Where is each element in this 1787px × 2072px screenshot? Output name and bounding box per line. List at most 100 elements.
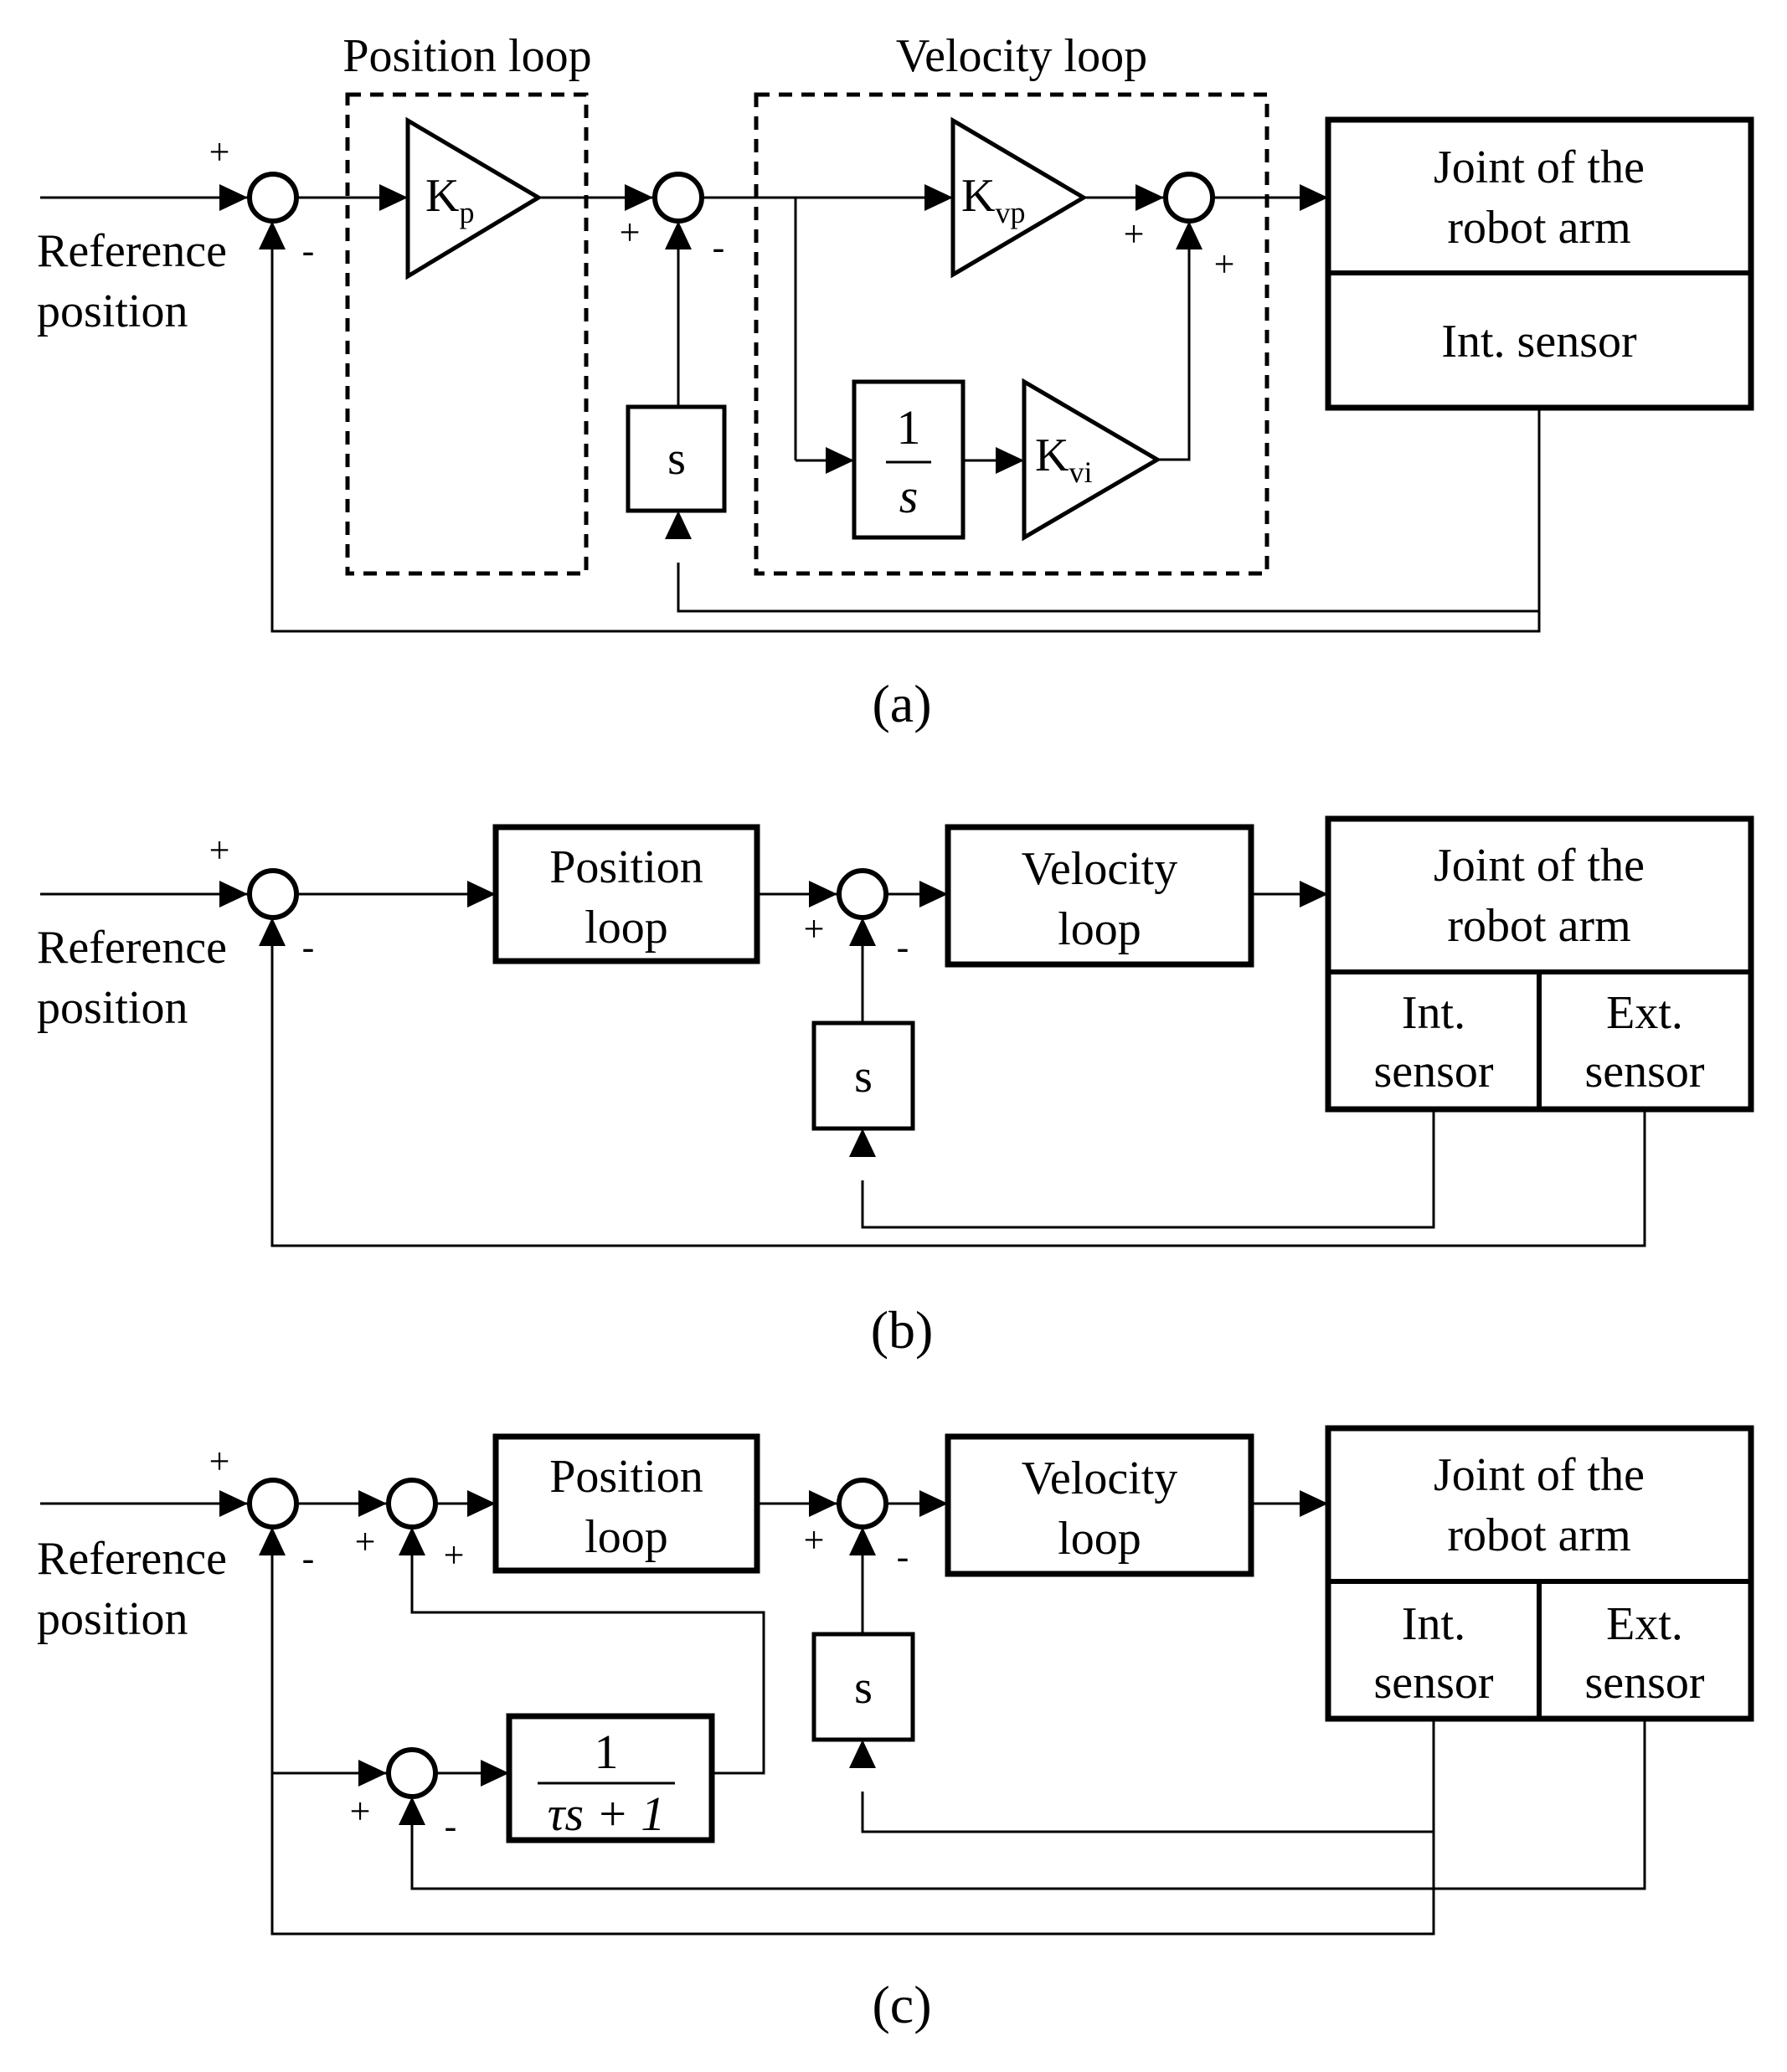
velocity-loop-block bbox=[945, 1433, 1254, 1577]
arrowhead bbox=[996, 447, 1024, 474]
arrowhead bbox=[358, 1760, 387, 1787]
joint-label-line1: Joint of the bbox=[1434, 840, 1645, 892]
summing-junction-4 bbox=[837, 1478, 888, 1530]
arrowhead bbox=[809, 881, 837, 907]
arrowhead bbox=[399, 1527, 425, 1555]
arrowhead bbox=[919, 1490, 948, 1517]
velocity-loop-frame bbox=[754, 92, 1269, 576]
kvp-gain-block bbox=[950, 116, 1088, 279]
ext-sensor-feedback-line bbox=[410, 1719, 1646, 1890]
sum2-plus-sign: + bbox=[804, 908, 825, 949]
position-feedback-line bbox=[270, 249, 1541, 633]
int-sensor-line1: Int. bbox=[1402, 987, 1465, 1039]
arrowhead bbox=[259, 221, 286, 249]
arrowhead bbox=[219, 1490, 248, 1517]
int-sensor-feedback-line bbox=[270, 1555, 1435, 1936]
joint-label-line1: Joint of the bbox=[1434, 141, 1645, 193]
sum3-minus-sign: - bbox=[445, 1806, 457, 1847]
int-sensor-line2: sensor bbox=[1373, 1657, 1493, 1709]
kvi-gain-block bbox=[1022, 378, 1161, 542]
ext-sensor-line1: Ext. bbox=[1606, 1598, 1683, 1650]
kp-gain-block bbox=[405, 116, 543, 280]
integrator-block bbox=[852, 379, 966, 540]
sum2-minus-sign: - bbox=[897, 927, 909, 968]
position-loop-line2: loop bbox=[585, 902, 668, 954]
arrowhead bbox=[358, 1490, 387, 1517]
arrowhead bbox=[259, 1527, 286, 1555]
panel-b-caption: (b) bbox=[871, 1300, 934, 1360]
joint-label-line2: robot arm bbox=[1447, 202, 1630, 254]
panel-a: Position loop Velocity loop Reference po… bbox=[37, 30, 1754, 733]
derivative-block bbox=[626, 404, 727, 513]
sum4-plus-sign: + bbox=[804, 1519, 825, 1560]
arrowhead bbox=[809, 1490, 837, 1517]
arrowhead bbox=[826, 447, 854, 474]
input-label-line2: position bbox=[37, 1593, 188, 1645]
panel-b: Reference position + - Position loop + -… bbox=[37, 815, 1754, 1360]
velocity-loop-line2: loop bbox=[1058, 903, 1141, 955]
arrowhead bbox=[849, 1129, 876, 1157]
arrowhead bbox=[924, 184, 953, 211]
position-loop-line1: Position bbox=[549, 841, 703, 893]
arrowhead bbox=[1300, 184, 1328, 211]
derivative-label: s bbox=[854, 1051, 873, 1103]
joint-label-line1: Joint of the bbox=[1434, 1449, 1645, 1501]
arrowhead bbox=[625, 184, 653, 211]
summing-junction-2 bbox=[386, 1478, 438, 1530]
position-loop-title: Position loop bbox=[342, 30, 591, 82]
arrowhead bbox=[1300, 881, 1328, 907]
int-sensor-line2: sensor bbox=[1373, 1046, 1493, 1098]
int-sensor-label: Int. sensor bbox=[1441, 316, 1637, 368]
input-label-line2: position bbox=[37, 982, 188, 1034]
arrowhead bbox=[219, 881, 248, 907]
integrator-numerator: 1 bbox=[897, 400, 921, 455]
velocity-loop-block bbox=[945, 824, 1254, 968]
joint-label-line2: robot arm bbox=[1447, 1509, 1630, 1561]
position-loop-frame bbox=[345, 92, 589, 576]
sum4-minus-sign: - bbox=[897, 1536, 909, 1577]
sum2-plus-left-sign: + bbox=[355, 1521, 376, 1562]
arrowhead bbox=[467, 1490, 496, 1517]
summing-junction-2 bbox=[652, 172, 704, 224]
filter-denominator: τs + 1 bbox=[548, 1787, 665, 1841]
summing-junction-2 bbox=[837, 868, 888, 920]
velocity-feedback-line bbox=[861, 1719, 1435, 1833]
sum1-plus-sign: + bbox=[209, 131, 230, 172]
position-loop-line2: loop bbox=[585, 1511, 668, 1563]
int-sensor-line1: Int. bbox=[1402, 1598, 1465, 1650]
filter-numerator: 1 bbox=[595, 1725, 619, 1779]
sum3-plus-bottom-sign: + bbox=[1214, 244, 1235, 285]
arrowhead bbox=[919, 881, 948, 907]
sum1-minus-sign: - bbox=[302, 230, 315, 271]
summing-junction-3 bbox=[386, 1747, 438, 1799]
velocity-loop-title: Velocity loop bbox=[896, 30, 1147, 82]
velocity-loop-line1: Velocity bbox=[1022, 843, 1178, 895]
arrowhead bbox=[1176, 221, 1202, 249]
summing-junction-1 bbox=[247, 868, 299, 920]
velocity-feedback-line bbox=[677, 563, 1539, 613]
position-feedback-line bbox=[270, 946, 1646, 1247]
kvp-label: Kvp bbox=[961, 170, 1025, 229]
ext-sensor-line2: sensor bbox=[1584, 1657, 1704, 1709]
joint-block bbox=[1325, 116, 1754, 411]
derivative-label: s bbox=[667, 433, 686, 485]
sum1-plus-sign: + bbox=[209, 830, 230, 871]
arrowhead bbox=[849, 918, 876, 946]
sum3-plus-left-sign: + bbox=[1124, 213, 1145, 255]
signal-line bbox=[1157, 249, 1191, 461]
joint-label-line2: robot arm bbox=[1447, 900, 1630, 952]
integrator-denominator: s bbox=[899, 469, 919, 523]
sum3-plus-sign: + bbox=[350, 1791, 371, 1832]
arrowhead bbox=[481, 1760, 509, 1787]
derivative-label: s bbox=[854, 1662, 873, 1714]
input-label-line2: position bbox=[37, 285, 188, 337]
velocity-feedback-line bbox=[861, 1109, 1435, 1229]
filter-block bbox=[506, 1713, 715, 1843]
arrowhead bbox=[849, 1740, 876, 1768]
arrowhead bbox=[467, 881, 496, 907]
panel-c-caption: (c) bbox=[872, 1975, 931, 2034]
sum2-plus-bottom-sign: + bbox=[444, 1535, 465, 1576]
arrowhead bbox=[399, 1797, 425, 1825]
velocity-loop-line2: loop bbox=[1058, 1513, 1141, 1565]
